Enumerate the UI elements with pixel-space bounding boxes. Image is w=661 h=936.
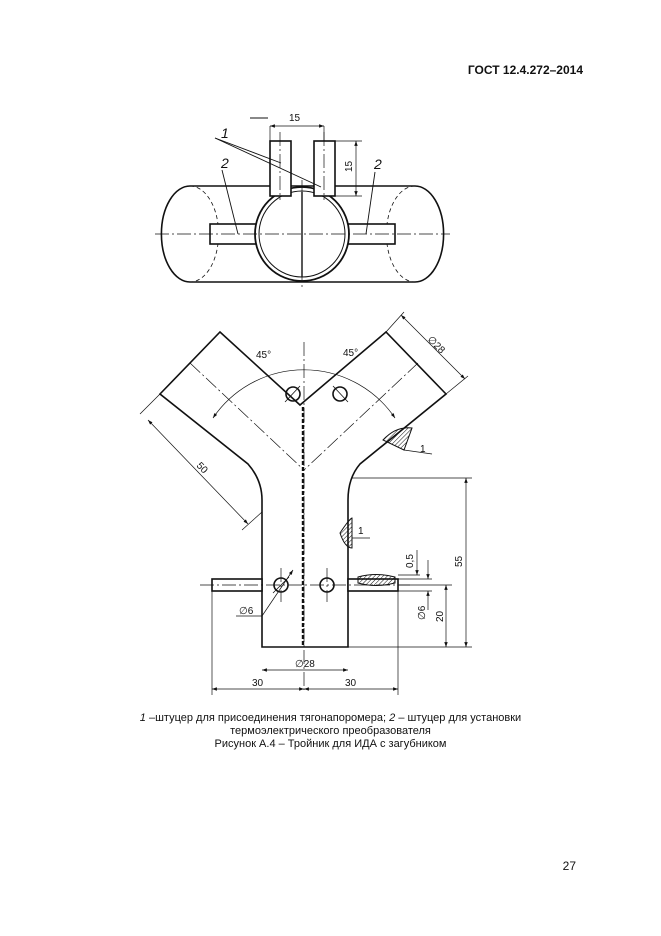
caption-item2-text: – штуцер для установки <box>395 712 522 724</box>
dia-side-left: ∅6 <box>239 606 254 617</box>
dim-top-height: 15 <box>344 160 355 172</box>
front-view <box>139 311 472 695</box>
figure-caption: 1 –штуцер для присоединения тягонапороме… <box>60 712 601 751</box>
caption-item1-text: –штуцер для присоединения тягонапоромера… <box>145 712 390 724</box>
weld-label-mid: 1 <box>358 526 364 537</box>
dim-left: 30 <box>252 678 264 689</box>
dia-side-right: ∅6 <box>417 605 428 620</box>
callout-1-top: 1 <box>221 125 229 141</box>
len-arm: 50 <box>194 460 210 476</box>
callout-2-left: 2 <box>220 155 229 171</box>
callout-2-right: 2 <box>373 156 382 172</box>
caption-line-2: термоэлектрического преобразователя <box>230 725 431 737</box>
dia-body: ∅28 <box>295 659 315 670</box>
caption-item2-num: 2 <box>389 712 396 724</box>
tee-outline <box>158 330 448 648</box>
page-number: 27 <box>562 859 576 873</box>
weld-label-top: 1 <box>420 444 426 455</box>
right-nozzle <box>313 140 336 197</box>
caption-item1-num: 1 <box>139 712 146 724</box>
dim-top-width: 15 <box>289 113 301 124</box>
top-view <box>155 117 450 288</box>
standard-header: ГОСТ 12.4.272–2014 <box>467 63 583 77</box>
dim-right: 30 <box>345 678 357 689</box>
angle-right: 45° <box>343 348 358 359</box>
caption-line-1: 1 –штуцер для присоединения тягонапороме… <box>60 712 601 725</box>
dia-arm: ∅28 <box>425 334 447 356</box>
angle-left: 45° <box>256 350 271 361</box>
dim-side-height: 20 <box>435 610 446 622</box>
figure-title: Рисунок А.4 – Тройник для ИДА с загубник… <box>214 738 447 750</box>
dim-total-height: 55 <box>454 555 465 567</box>
dim-gap: 0,5 <box>405 554 416 568</box>
